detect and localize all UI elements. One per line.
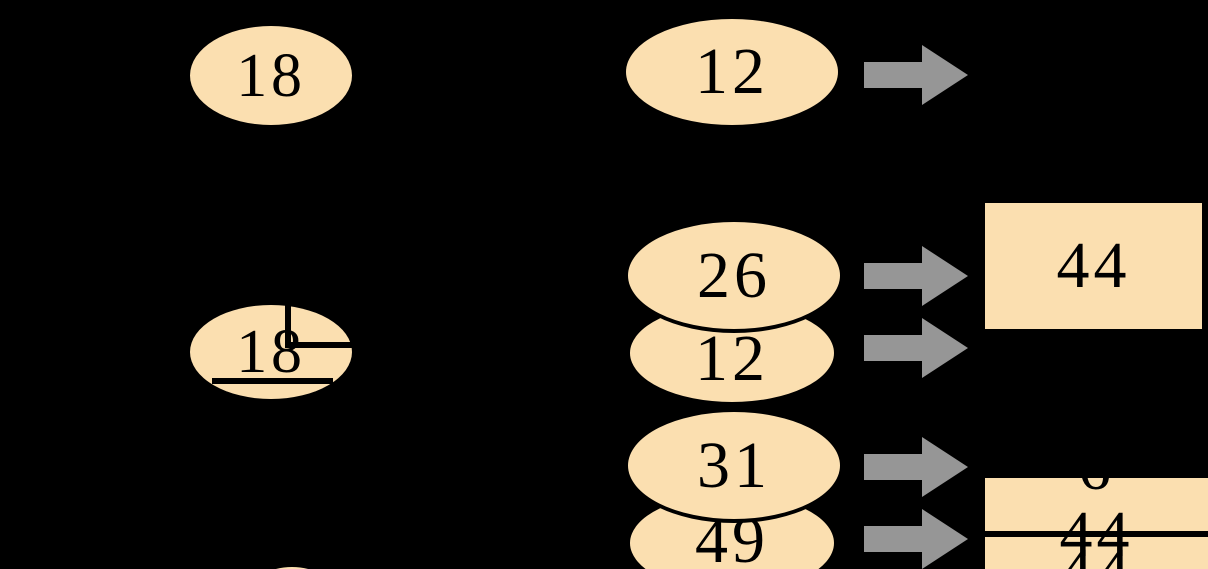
node-label: 44 (1060, 539, 1134, 569)
node-ellipse-18-mid[interactable]: 18 (190, 305, 352, 399)
node-label: 26 (697, 238, 771, 312)
arrow-right-icon (864, 45, 968, 105)
node-ellipse-26[interactable]: 26 (624, 218, 844, 333)
node-rect-6-bottom-clip: 6 (985, 478, 1208, 531)
node-rect-6-bottom[interactable]: 6 (985, 478, 1208, 531)
node-rect-44-mid[interactable]: 44 (985, 203, 1202, 329)
arrow-right-icon (864, 246, 968, 306)
node-ellipse-31[interactable]: 31 (624, 408, 844, 523)
arrow-right-icon (864, 509, 968, 569)
node-label: 18 (236, 41, 306, 110)
grid-line-baseline (212, 378, 333, 384)
node-rect-44-bottom[interactable]: 44 (985, 537, 1208, 569)
arrow-right-icon (864, 318, 968, 378)
node-label: 18 (236, 318, 306, 386)
node-ellipse-12-top[interactable]: 12 (626, 19, 838, 125)
grid-line-vertical (285, 292, 291, 348)
node-label: 44 (1056, 229, 1131, 302)
node-label: 6 (1078, 478, 1115, 501)
node-label: 31 (697, 428, 771, 502)
grid-line-horizontal (285, 342, 354, 348)
node-label-44-bottom-overlay: 44 (985, 500, 1208, 569)
node-label: 12 (695, 35, 769, 108)
node-label: 12 (695, 322, 769, 395)
node-ellipse-bottom-sliver[interactable] (246, 563, 338, 569)
node-ellipse-18-top[interactable]: 18 (190, 26, 352, 125)
arrow-right-icon (864, 437, 968, 497)
node-label: 44 (1059, 497, 1134, 569)
